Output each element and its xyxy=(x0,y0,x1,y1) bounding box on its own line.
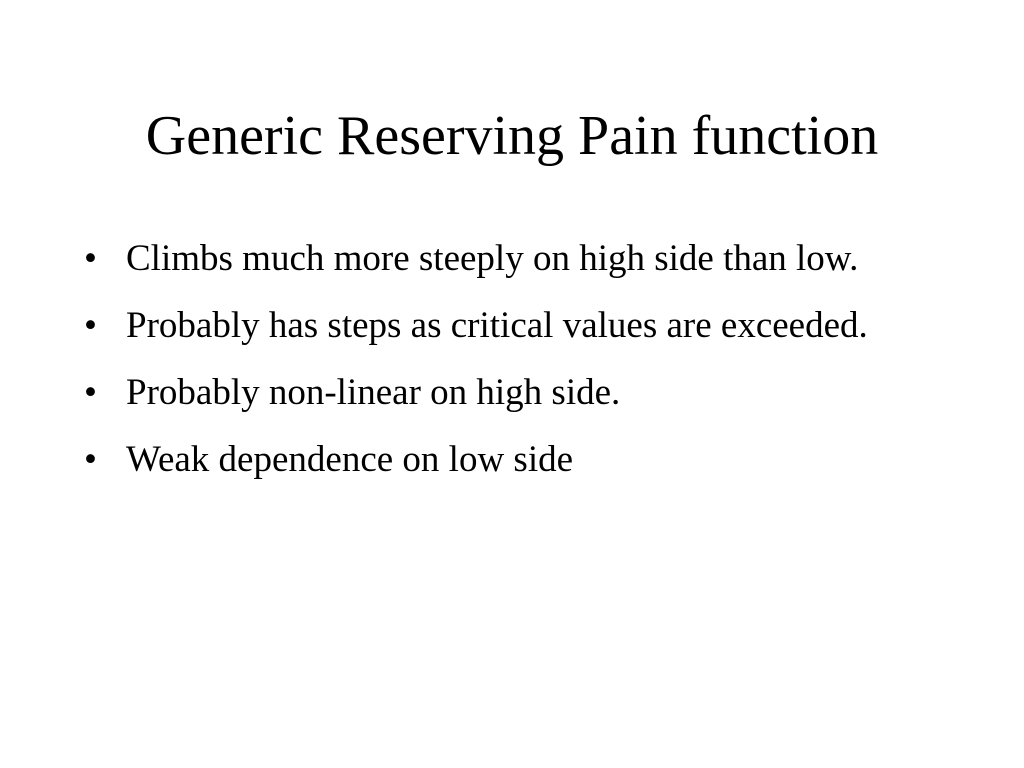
bullet-icon: • xyxy=(84,305,97,346)
bullet-item: • Probably has steps as critical values … xyxy=(84,297,884,354)
bullet-icon: • xyxy=(84,238,97,279)
bullet-item: • Climbs much more steeply on high side … xyxy=(84,230,884,287)
bullet-item: • Probably non-linear on high side. xyxy=(84,364,884,421)
slide-title: Generic Reserving Pain function xyxy=(145,105,879,167)
bullet-text: Climbs much more steeply on high side th… xyxy=(126,238,859,279)
bullet-text: Probably non-linear on high side. xyxy=(126,372,621,413)
bullet-item: • Weak dependence on low side xyxy=(84,431,884,488)
bullet-list: • Climbs much more steeply on high side … xyxy=(84,230,884,498)
bullet-icon: • xyxy=(84,439,97,480)
bullet-icon: • xyxy=(84,372,97,413)
bullet-text: Weak dependence on low side xyxy=(126,439,574,480)
bullet-text: Probably has steps as critical values ar… xyxy=(126,305,868,346)
